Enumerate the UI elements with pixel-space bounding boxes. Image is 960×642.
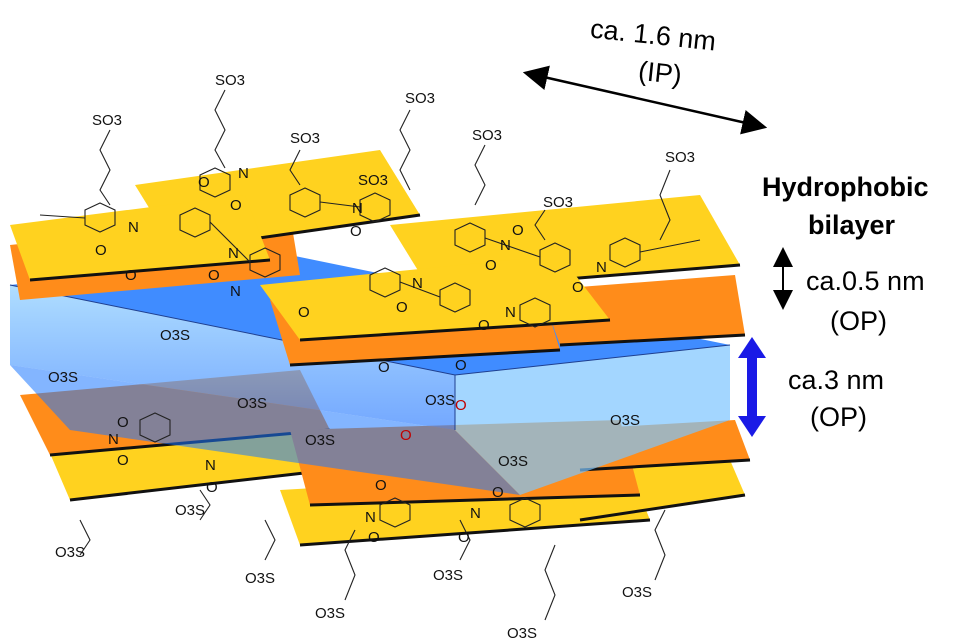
- sulfonate-label: O3S: [305, 432, 335, 449]
- oxygen-label: O: [512, 222, 524, 239]
- sulfonate-label: O3S: [175, 502, 205, 519]
- sulfonate-label: O3S: [622, 584, 652, 601]
- oxygen-label: O: [298, 304, 310, 321]
- oxygen-label: O: [458, 529, 470, 546]
- sulfonate-label: O3S: [160, 327, 190, 344]
- oxygen-label: O: [208, 267, 220, 284]
- nitrogen-label: N: [505, 304, 516, 321]
- sulfonate-label: O3S: [433, 567, 463, 584]
- sulfonate-label: SO3: [472, 127, 502, 144]
- nitrogen-label: N: [238, 165, 249, 182]
- sulfonate-label: SO3: [215, 72, 245, 89]
- yellow-sheet: [260, 255, 610, 340]
- upper-yellow-layer: [10, 150, 741, 342]
- oxygen-label: O: [378, 359, 390, 376]
- sulfonate-label: O3S: [507, 625, 537, 642]
- nitrogen-label: N: [352, 200, 363, 217]
- oxygen-label: O: [230, 197, 242, 214]
- oxygen-label: O: [478, 317, 490, 334]
- nitrogen-label: N: [470, 505, 481, 522]
- sulfonate-label: SO3: [92, 112, 122, 129]
- sulfonate-label: SO3: [405, 90, 435, 107]
- sulfonate-label: O3S: [245, 570, 275, 587]
- nitrogen-label: N: [108, 431, 119, 448]
- oxygen-label: O: [117, 414, 129, 431]
- oxygen-label: O: [117, 452, 129, 469]
- oxygen-label: O: [375, 477, 387, 494]
- bilayer-distance-label: ca.3 nm: [788, 365, 885, 395]
- sulfonate-label: O3S: [425, 392, 455, 409]
- box-bottom-face: [10, 365, 520, 495]
- sulfonate-label: O3S: [498, 453, 528, 470]
- oxygen-label: O: [492, 484, 504, 501]
- sulfonate-label: O3S: [610, 412, 640, 429]
- bilayer-tag: (OP): [810, 402, 867, 432]
- sulfonate-label: O3S: [237, 395, 267, 412]
- nitrogen-label: N: [596, 259, 607, 276]
- nitrogen-label: N: [500, 237, 511, 254]
- oxygen-label: O: [396, 299, 408, 316]
- nitrogen-label: N: [228, 245, 239, 262]
- nitrogen-label: N: [230, 283, 241, 300]
- oxygen-label: O: [125, 267, 137, 284]
- oxygen-label: O: [455, 357, 467, 374]
- sulfonate-label: O3S: [55, 544, 85, 561]
- bilayer-title: bilayer: [808, 210, 896, 240]
- atom-labels: N N N N N N N N N N N N N O O O O O O O …: [95, 165, 607, 546]
- box-right-face: [455, 345, 730, 495]
- sulfonate-top-labels: SO3 SO3 SO3 SO3 SO3 SO3 SO3 SO3: [92, 72, 695, 211]
- nitrogen-label: N: [412, 275, 423, 292]
- box-front-face: [10, 285, 455, 430]
- oxygen-label: O: [485, 257, 497, 274]
- sulfonate-label: SO3: [665, 149, 695, 166]
- in-plane-arrow: [522, 65, 768, 135]
- nitrogen-label: N: [365, 509, 376, 526]
- sulfonate-label: O3S: [48, 369, 78, 386]
- sulfonate-label: SO3: [290, 130, 320, 147]
- hydrophobic-title: Hydrophobic: [762, 172, 929, 202]
- interlayer-tag: (OP): [830, 306, 887, 336]
- interlayer-distance-label: ca.0.5 nm: [806, 266, 925, 296]
- sulfonate-label: SO3: [358, 172, 388, 189]
- nitrogen-label: N: [205, 457, 216, 474]
- oxygen-label: O: [350, 223, 362, 240]
- nitrogen-label: N: [128, 219, 139, 236]
- sulfonate-label: SO3: [543, 194, 573, 211]
- oxygen-label: O: [368, 529, 380, 546]
- oxygen-label: O: [206, 479, 218, 496]
- sulfonate-label: O3S: [315, 605, 345, 622]
- oxygen-label-red: O: [400, 427, 412, 444]
- oxygen-label: O: [95, 242, 107, 259]
- oxygen-label-red: O: [455, 397, 467, 414]
- orange-sheet: [540, 275, 745, 345]
- yellow-sheet: [10, 195, 270, 280]
- sulfonate-bottom-labels: O3S O3S O3S O3S O3S O3S O3S O3S O3S O3S …: [48, 327, 652, 642]
- molecular-structures: [39, 89, 701, 621]
- oxygen-label: O: [572, 279, 584, 296]
- oxygen-label: O: [198, 174, 210, 191]
- bilayer-thickness-arrow: [738, 337, 766, 437]
